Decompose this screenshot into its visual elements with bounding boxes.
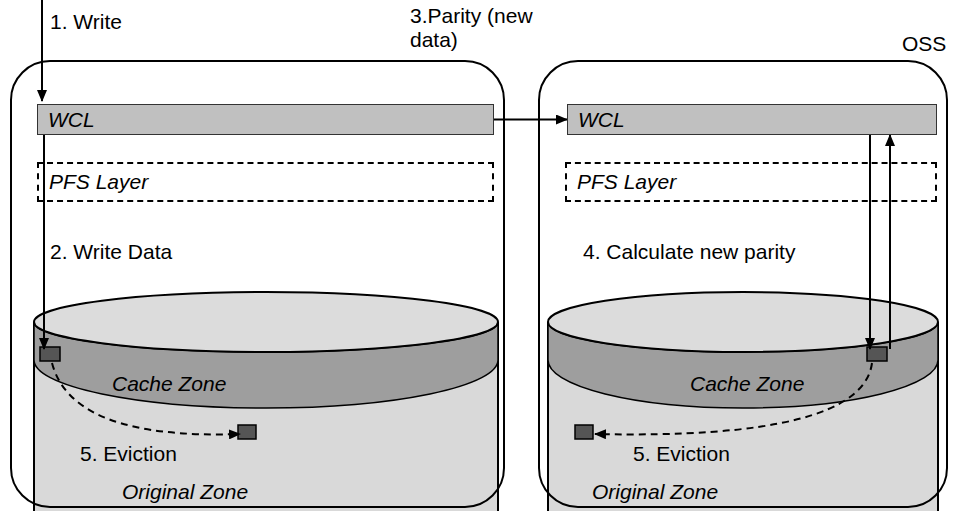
wcl-layer: WCL (567, 104, 937, 135)
node-label: OSS (902, 32, 946, 56)
node-label: 1. Write (50, 10, 122, 34)
disk-right (548, 292, 938, 511)
cache-zone: Cache Zone (550, 324, 940, 410)
step-label: 5. Eviction (80, 442, 177, 466)
data-arrow (889, 135, 891, 349)
eviction-arrow (595, 363, 872, 434)
data-arrow (869, 135, 871, 349)
write-line (41, 0, 43, 101)
data-arrow (43, 135, 45, 349)
disk-left (34, 292, 498, 511)
cache-zone: Cache Zone (36, 324, 500, 410)
node-label: PFS Layer (577, 170, 676, 194)
original-zone: Original Zone Cache Zone (550, 294, 940, 511)
step-label: 3.Parity (new data) (410, 4, 550, 52)
node-label: Cache Zone (112, 372, 226, 396)
oss-box: OSSWCLPFS LayerOriginal ZoneCache Zone (538, 60, 948, 508)
node-label: PFS Layer (49, 170, 148, 194)
node-label: Original Zone (592, 480, 718, 504)
pfs-layer: PFS Layer (37, 162, 494, 202)
node-label: Original Zone (122, 480, 248, 504)
step-label: 5. Eviction (633, 442, 730, 466)
node-label: Cache Zone (690, 372, 804, 396)
wcl-layer: WCL (37, 104, 494, 135)
step-label: 4. Calculate new parity (583, 240, 795, 264)
pfs-layer: PFS Layer (565, 162, 937, 202)
step-label: 2. Write Data (50, 240, 172, 264)
eviction-arrow (52, 363, 240, 434)
node-label: WCL (48, 108, 95, 132)
original-zone: Original Zone Cache Zone (36, 294, 500, 511)
node-label: WCL (578, 108, 625, 132)
server-box: 1. WriteWCLPFS LayerOriginal ZoneCache Z… (10, 60, 505, 508)
